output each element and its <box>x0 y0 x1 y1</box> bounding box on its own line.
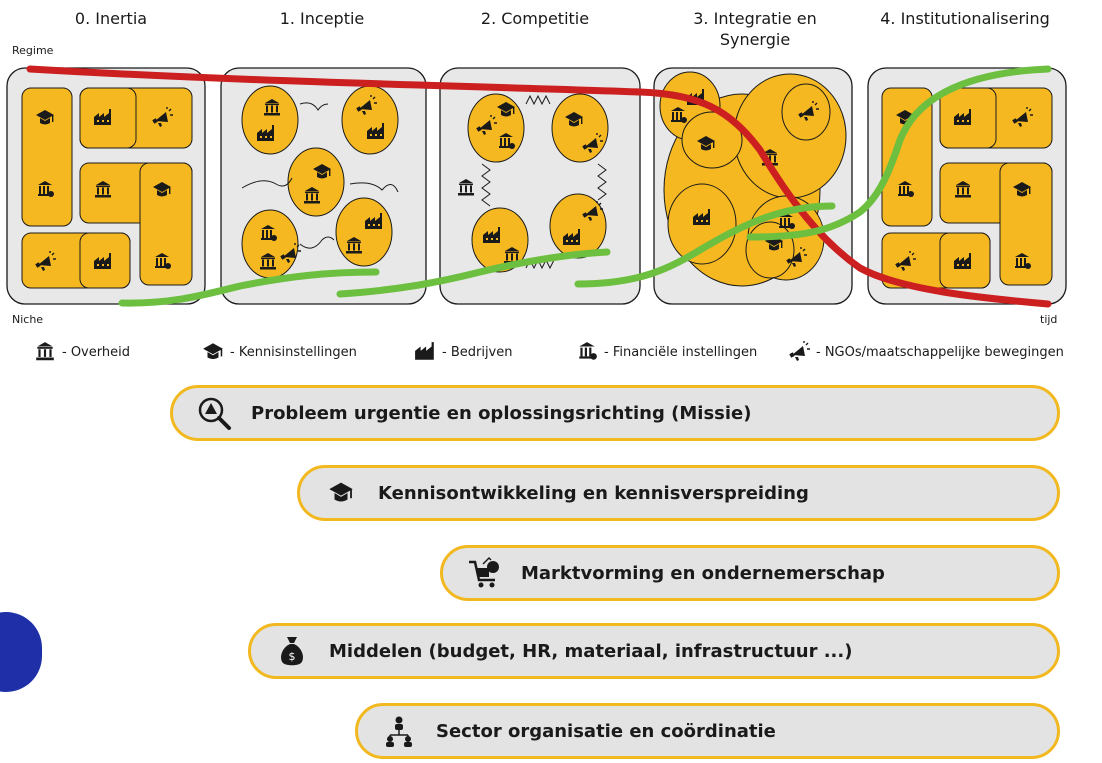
stage-title-4: 4. Institutionalisering <box>880 9 1050 28</box>
stage-title-0: 0. Inertia <box>74 9 148 28</box>
legend-ngos: - NGOs/maatschappelijke bewegingen <box>786 341 1064 363</box>
side-tab <box>0 612 42 692</box>
function-bar-market: Marktvorming en ondernemerschap <box>440 545 1060 601</box>
organisation-icon <box>380 712 418 750</box>
regime-label: Regime <box>12 44 54 57</box>
function-label: Probleem urgentie en oplossingsrichting … <box>251 402 752 424</box>
regime-line <box>26 65 1052 308</box>
panel-stage-3 <box>653 67 853 305</box>
function-label: Marktvorming en ondernemerschap <box>521 562 885 584</box>
function-label: Middelen (budget, HR, materiaal, infrast… <box>329 640 853 662</box>
legend-label: - Financiële instellingen <box>604 344 758 360</box>
stage-title-1: 1. Inceptie <box>279 9 365 28</box>
function-bar-resources: $ Middelen (budget, HR, materiaal, infra… <box>248 623 1060 679</box>
niche-lines <box>118 65 1052 307</box>
legend-label: - Bedrijven <box>442 344 513 360</box>
legend-label: - Overheid <box>62 344 130 360</box>
panel-stage-2 <box>439 67 641 305</box>
function-bar-organisation: Sector organisatie en coördinatie <box>355 703 1060 759</box>
legend-government: - Overheid <box>32 341 130 363</box>
transition-diagram <box>6 65 1067 308</box>
warning-magnifier-icon <box>195 394 233 432</box>
market-cart-icon <box>465 554 503 592</box>
megaphone-icon <box>789 341 810 361</box>
svg-text:$: $ <box>289 650 296 663</box>
niche-label: Niche <box>12 313 44 326</box>
factory-icon <box>415 342 434 360</box>
panel-stage-1 <box>220 67 427 305</box>
legend-knowledge-institutions: - Kennisinstellingen <box>200 341 357 363</box>
graduation-cap-icon <box>322 474 360 512</box>
time-label: tijd <box>1040 313 1058 326</box>
legend-label: - Kennisinstellingen <box>230 344 357 360</box>
stage-title-2: 2. Competitie <box>480 9 590 28</box>
function-label: Sector organisatie en coördinatie <box>436 720 776 742</box>
graduation-cap-icon <box>203 343 223 360</box>
panel-stage-4 <box>867 67 1067 305</box>
legend-financial-institutions: - Financiële instellingen <box>574 341 757 363</box>
bank-hand-icon <box>579 342 597 360</box>
money-bag-icon: $ <box>273 632 311 670</box>
legend-companies: - Bedrijven <box>412 341 513 363</box>
legend-label: - NGOs/maatschappelijke bewegingen <box>816 344 1064 360</box>
panel-stage-0 <box>6 67 206 305</box>
function-label: Kennisontwikkeling en kennisverspreiding <box>378 482 809 504</box>
function-bar-knowledge: Kennisontwikkeling en kennisverspreiding <box>297 465 1060 521</box>
stage-title-3: 3. Integratie en Synergie <box>693 9 817 49</box>
function-bar-mission: Probleem urgentie en oplossingsrichting … <box>170 385 1060 441</box>
government-icon <box>36 342 54 361</box>
